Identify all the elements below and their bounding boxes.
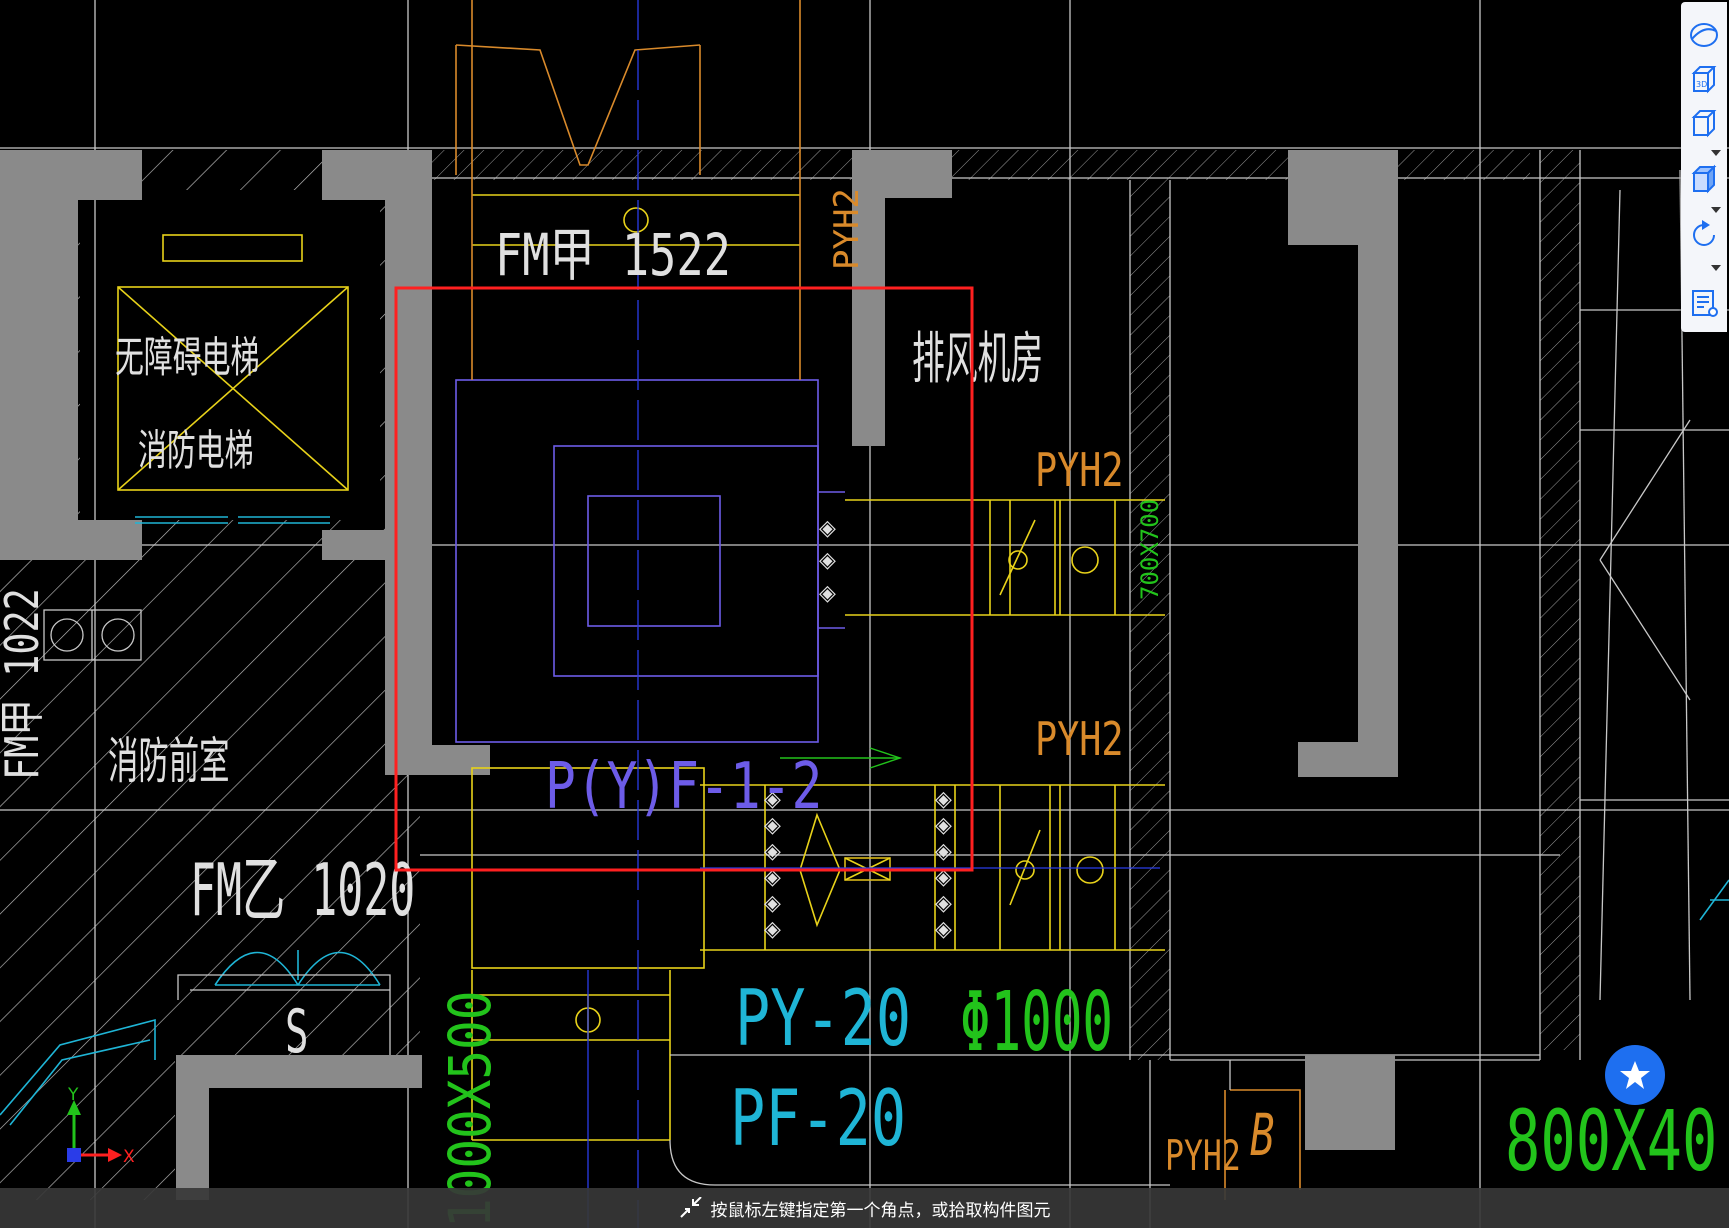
favorite-button[interactable]: [1605, 1045, 1665, 1105]
label-exhaust-room: 排风机房: [912, 326, 1043, 392]
svg-text:◈: ◈: [764, 787, 781, 812]
label-py20: PY-20: [735, 974, 911, 1065]
structural-walls: [0, 150, 1398, 1200]
axis-y-label: Y: [67, 1085, 79, 1105]
label-duct-right-green: 800X40: [1505, 1094, 1717, 1191]
svg-text:◈: ◈: [819, 516, 836, 541]
label-letter-s: S: [285, 996, 308, 1066]
orbit-icon[interactable]: [1685, 16, 1723, 54]
cyan-elements: [0, 516, 1729, 1126]
view-toolbar: 3D: [1681, 2, 1727, 332]
misc-white-lines: [43, 609, 1231, 1228]
rotate-icon[interactable]: [1685, 216, 1723, 254]
selection-rectangle[interactable]: [394, 286, 974, 872]
blue-center-lines: [587, 0, 1160, 1228]
star-badge-icon: [1620, 1061, 1650, 1089]
svg-text:◈: ◈: [819, 548, 836, 573]
selection-cursor-icon: [679, 1197, 703, 1219]
label-duct-size-green: 700X700: [1136, 499, 1164, 600]
command-prompt-bar: 按鼠标左键指定第一个角点，或拾取构件图元: [0, 1188, 1729, 1228]
label-fm-side: FM甲 1022: [0, 588, 49, 780]
3d-view-icon[interactable]: 3D: [1685, 60, 1723, 98]
svg-text:◈: ◈: [764, 839, 781, 864]
shaded-cube-icon[interactable]: [1685, 160, 1723, 198]
shaded-dropdown[interactable]: [1711, 207, 1721, 213]
svg-text:◈: ◈: [764, 917, 781, 942]
rotate-dropdown[interactable]: [1711, 265, 1721, 271]
label-pyh2-right-1: PYH2: [1035, 443, 1124, 497]
green-elements: [780, 747, 903, 769]
label-fm-yi: FM乙 1020: [190, 850, 415, 934]
label-diameter: Φ1000: [960, 975, 1113, 1070]
svg-text:◈: ◈: [935, 839, 952, 864]
property-list-icon[interactable]: [1685, 284, 1723, 322]
label-pyh2-top: PYH2: [827, 188, 867, 270]
cube-view-icon[interactable]: [1685, 104, 1723, 142]
cube-view-dropdown[interactable]: [1711, 150, 1721, 156]
command-prompt-text: 按鼠标左键指定第一个角点，或拾取构件图元: [710, 1200, 1051, 1221]
svg-text:◈: ◈: [935, 891, 952, 916]
ucs-axis-icon: Y X: [67, 1085, 135, 1167]
label-fm-jia: FM甲 1522: [495, 223, 731, 290]
label-elevator-fire: 消防电梯: [138, 425, 254, 475]
label-letter-b: B: [1250, 1102, 1274, 1169]
svg-text:◈: ◈: [935, 787, 952, 812]
orange-ducts: [455, 0, 1301, 1200]
label-pf20: PF-20: [730, 1074, 906, 1165]
svg-text:◈: ◈: [935, 813, 952, 838]
svg-text:◈: ◈: [764, 891, 781, 916]
svg-text:◈: ◈: [764, 813, 781, 838]
svg-text:3D: 3D: [1696, 80, 1707, 89]
yellow-elements: [117, 194, 1165, 1141]
label-pyh2-right-2: PYH2: [1035, 712, 1124, 766]
label-pyh2-bottom: PYH2: [1165, 1132, 1241, 1181]
flexible-connector-markers: ◈◈◈ ◈◈◈ ◈◈◈ ◈◈◈ ◈◈◈: [764, 516, 952, 942]
axis-x-label: X: [123, 1147, 135, 1167]
svg-text:◈: ◈: [935, 917, 952, 942]
label-fan-code: P(Y)F-1-2: [545, 748, 822, 823]
label-fire-lobby: 消防前室: [108, 732, 230, 790]
label-elevator-accessible: 无障碍电梯: [115, 332, 259, 382]
air-handling-unit: [455, 379, 845, 743]
svg-text:◈: ◈: [819, 581, 836, 606]
